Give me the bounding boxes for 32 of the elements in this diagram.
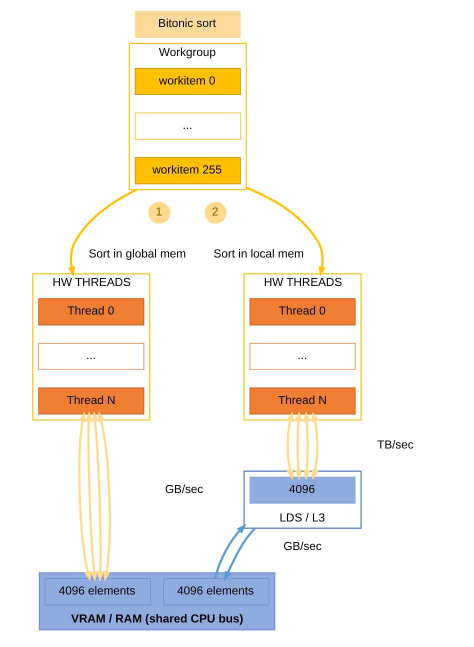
arrow — [214, 524, 246, 579]
node-circle: 1 — [148, 202, 170, 224]
arrow — [286, 411, 293, 480]
arrow — [302, 411, 310, 480]
label: Sort in global mem — [88, 248, 186, 261]
node-box: ... — [249, 342, 356, 370]
arrow — [294, 411, 302, 480]
node-box: workitem 0 — [134, 68, 240, 95]
node-box: 4096 — [249, 476, 356, 504]
node-box: 4096 elements — [44, 578, 150, 606]
label: Sort in local mem — [213, 248, 304, 261]
node-circle: 2 — [204, 202, 226, 224]
arrow — [311, 411, 318, 480]
label: GB/sec — [282, 540, 322, 554]
node-box: Thread 0 — [249, 298, 356, 326]
node-box: ... — [134, 112, 240, 140]
arrow — [245, 186, 326, 278]
arrow — [78, 411, 91, 582]
arrow — [97, 411, 110, 582]
node-box: Thread N — [38, 387, 144, 415]
arrow — [91, 411, 104, 582]
label: GB/sec — [164, 482, 203, 496]
node-box: Bitonic sort — [134, 10, 240, 38]
node-box: Thread 0 — [38, 298, 144, 326]
node-box: Thread N — [249, 387, 356, 415]
arrow — [84, 411, 98, 582]
node-box: 4096 elements — [162, 578, 269, 606]
arrow — [223, 527, 256, 582]
node-box: ... — [38, 342, 144, 370]
node-box: workitem 255 — [134, 157, 240, 184]
label: TB/sec — [376, 438, 414, 452]
arrow — [68, 188, 137, 278]
